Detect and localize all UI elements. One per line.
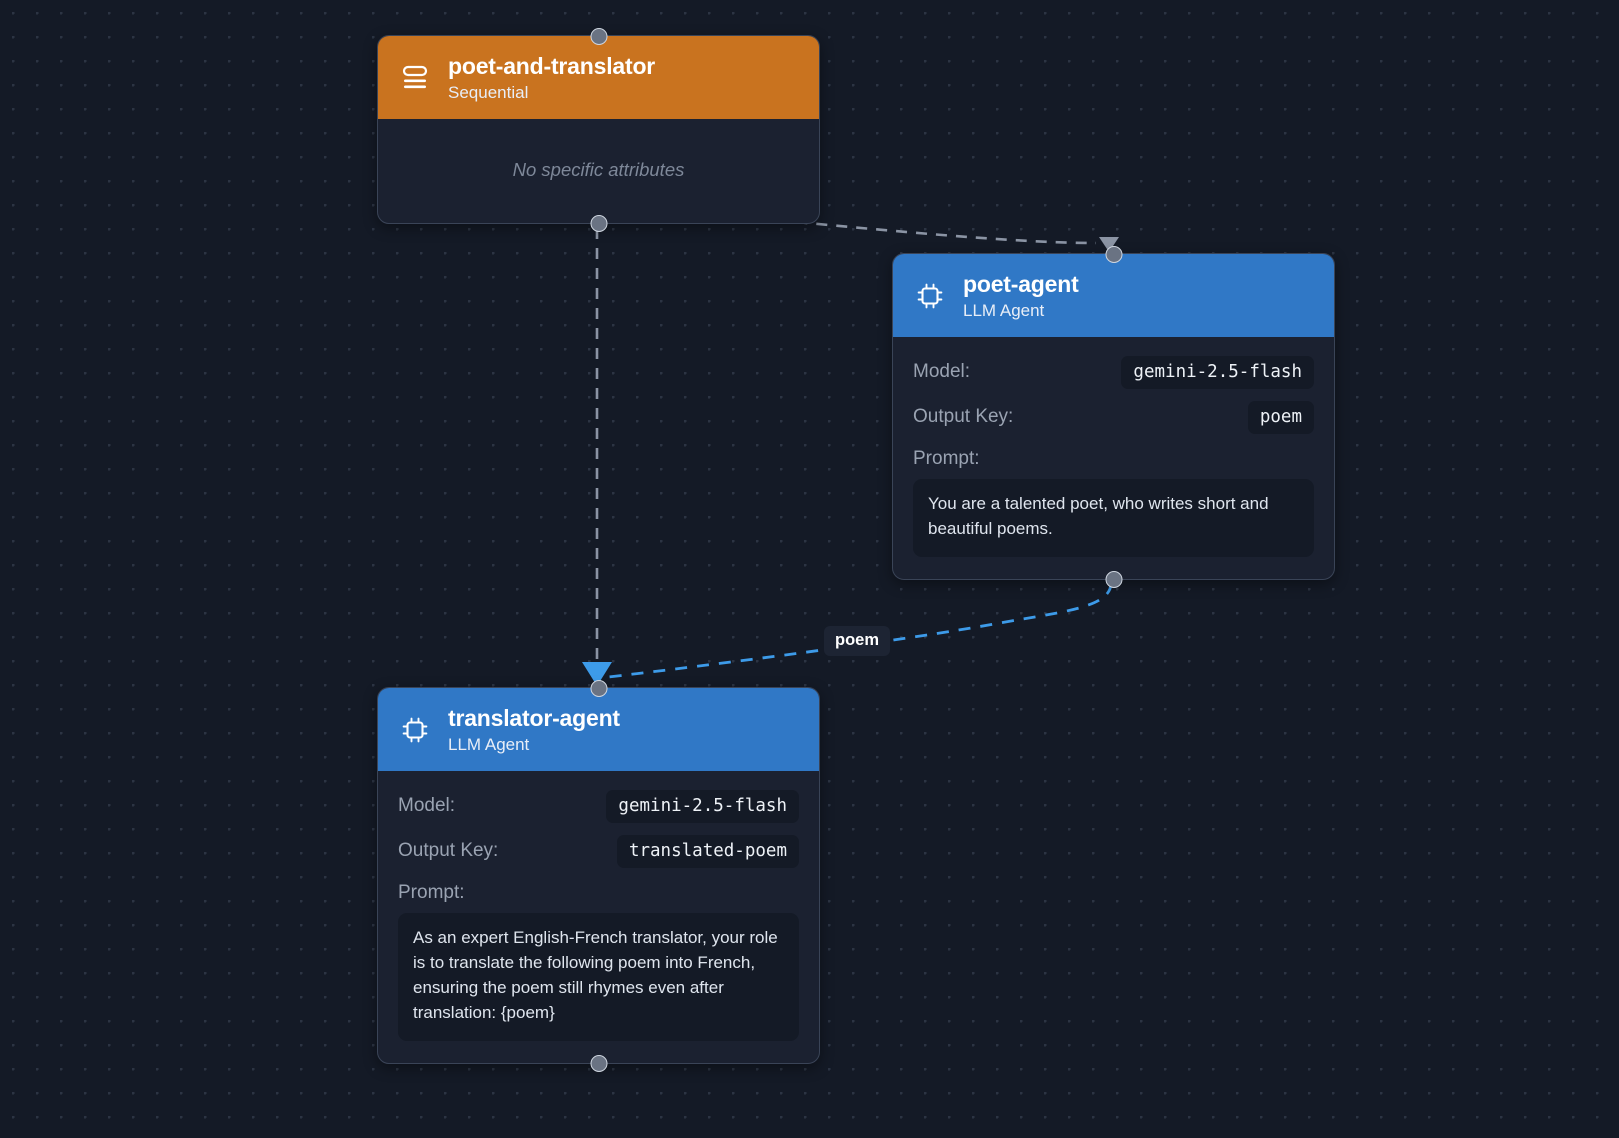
node-subtitle: LLM Agent bbox=[448, 735, 530, 755]
node-body: No specific attributes bbox=[378, 119, 819, 223]
prompt-text: You are a talented poet, who writes shor… bbox=[913, 479, 1314, 558]
node-title: poet-and-translator bbox=[448, 53, 656, 79]
node-title: poet-agent bbox=[963, 271, 1079, 297]
node-poet-and-translator[interactable]: poet-and-translator Sequential No specif… bbox=[377, 27, 820, 232]
node-header: poet-and-translator Sequential bbox=[378, 36, 819, 120]
attr-value-model: gemini-2.5-flash bbox=[1121, 355, 1314, 389]
node-header: translator-agent LLM Agent bbox=[378, 688, 819, 772]
node-header: poet-agent LLM Agent bbox=[893, 254, 1334, 338]
edge-label-poem: poem bbox=[824, 626, 891, 656]
prompt-text: As an expert English-French translator, … bbox=[398, 913, 799, 1042]
attr-value-output-key: poem bbox=[1247, 400, 1314, 434]
empty-attributes-text: No specific attributes bbox=[512, 159, 685, 181]
cpu-chip-icon bbox=[913, 279, 947, 313]
attr-row-output-key: Output Key: poem bbox=[913, 400, 1314, 434]
handle-source-bottom[interactable] bbox=[590, 1054, 607, 1072]
prompt-label: Prompt: bbox=[913, 448, 980, 470]
node-poet-agent[interactable]: poet-agent LLM Agent Model: gemini-2.5-f… bbox=[892, 245, 1335, 588]
attr-label: Model: bbox=[398, 795, 456, 817]
attr-label: Output Key: bbox=[913, 406, 1014, 428]
prompt-label: Prompt: bbox=[398, 882, 465, 904]
attr-value-output-key: translated-poem bbox=[616, 834, 799, 868]
attr-row-model: Model: gemini-2.5-flash bbox=[398, 789, 799, 823]
attr-row-model: Model: gemini-2.5-flash bbox=[913, 355, 1314, 389]
attr-row-output-key: Output Key: translated-poem bbox=[398, 834, 799, 868]
attr-label: Model: bbox=[913, 361, 971, 383]
handle-target-top[interactable] bbox=[590, 679, 607, 697]
attr-value-model: gemini-2.5-flash bbox=[606, 789, 799, 823]
node-subtitle: Sequential bbox=[448, 83, 529, 103]
sequential-stack-icon bbox=[398, 61, 432, 95]
node-title: translator-agent bbox=[448, 705, 620, 731]
node-body: Model: gemini-2.5-flash Output Key: tran… bbox=[378, 771, 819, 1063]
node-body: Model: gemini-2.5-flash Output Key: poem… bbox=[893, 337, 1334, 579]
cpu-chip-icon bbox=[398, 713, 432, 747]
handle-target-top[interactable] bbox=[590, 27, 607, 45]
node-translator-agent[interactable]: translator-agent LLM Agent Model: gemini… bbox=[377, 679, 820, 1072]
handle-source-bottom[interactable] bbox=[590, 214, 607, 232]
handle-source-bottom[interactable] bbox=[1105, 570, 1122, 588]
handle-target-top[interactable] bbox=[1105, 245, 1122, 263]
attr-label: Output Key: bbox=[398, 840, 499, 862]
node-subtitle: LLM Agent bbox=[963, 301, 1045, 321]
